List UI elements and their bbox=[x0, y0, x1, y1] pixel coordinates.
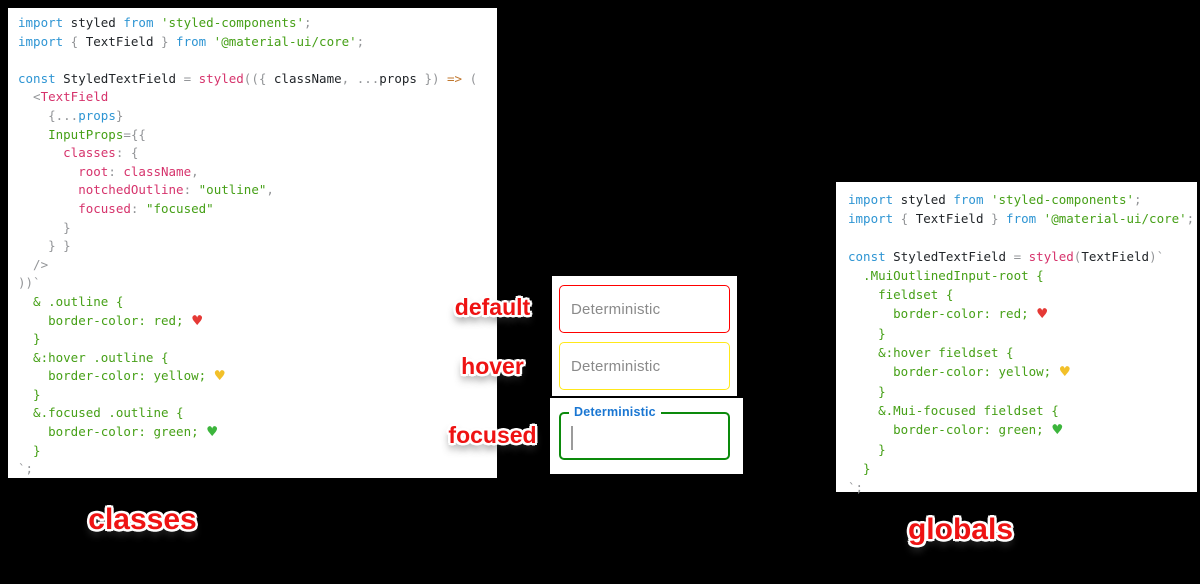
code-line: &.focused .outline { bbox=[18, 405, 184, 421]
globals-code-snippet: import styled from 'styled-components'; i… bbox=[836, 182, 1197, 495]
code-line: .MuiOutlinedInput-root { bbox=[848, 268, 1044, 283]
textfield-placeholder: Deterministic bbox=[571, 300, 661, 318]
code-line: } bbox=[18, 331, 41, 347]
code-line: notchedOutline: "outline", bbox=[18, 182, 274, 198]
textfield-floating-label: Deterministic bbox=[569, 405, 661, 419]
code-line: &:hover .outline { bbox=[18, 349, 169, 365]
green-heart-icon: ♥ bbox=[206, 424, 219, 441]
red-heart-icon: ♥ bbox=[191, 312, 204, 329]
code-line: const StyledTextField = styled(({ classN… bbox=[18, 70, 478, 86]
text-cursor bbox=[571, 426, 573, 450]
code-line: root: className, bbox=[18, 163, 199, 179]
yellow-heart-icon: ♥ bbox=[1058, 364, 1071, 380]
code-line: } bbox=[848, 461, 871, 476]
code-line: /> bbox=[18, 256, 49, 272]
code-line bbox=[848, 228, 1197, 247]
code-line: `; bbox=[848, 480, 864, 495]
code-line: import { TextField } from '@material-ui/… bbox=[848, 211, 1195, 226]
code-line: ))` bbox=[18, 275, 41, 291]
code-line: <TextField bbox=[18, 89, 109, 105]
code-line: import styled from 'styled-components'; bbox=[848, 192, 1142, 207]
yellow-heart-icon: ♥ bbox=[213, 368, 226, 385]
caption-globals: globals bbox=[907, 513, 1013, 546]
code-line: border-color: red; ♥ bbox=[848, 306, 1049, 322]
code-line: {...props} bbox=[18, 107, 124, 123]
code-line: border-color: red; ♥ bbox=[18, 312, 204, 329]
code-line: const StyledTextField = styled(TextField… bbox=[848, 249, 1165, 264]
textfield-hover[interactable]: Deterministic bbox=[559, 342, 730, 390]
textfield-default[interactable]: Deterministic bbox=[559, 285, 730, 333]
code-line: focused: "focused" bbox=[18, 200, 214, 216]
code-line: import { TextField } from '@material-ui/… bbox=[18, 33, 365, 49]
red-heart-icon: ♥ bbox=[1036, 306, 1049, 322]
textfield-placeholder: Deterministic bbox=[571, 357, 661, 375]
code-line: `; bbox=[18, 461, 34, 477]
caption-classes: classes bbox=[88, 503, 197, 536]
code-line: } bbox=[848, 326, 886, 341]
code-line: &.Mui-focused fieldset { bbox=[848, 403, 1059, 418]
code-line: } bbox=[18, 442, 41, 458]
code-line bbox=[18, 51, 497, 70]
classes-code-snippet: import styled from 'styled-components'; i… bbox=[8, 8, 497, 478]
code-line: border-color: green; ♥ bbox=[18, 424, 219, 441]
code-line: &:hover fieldset { bbox=[848, 345, 1014, 360]
green-heart-icon: ♥ bbox=[1051, 422, 1064, 438]
code-line: import styled from 'styled-components'; bbox=[18, 15, 312, 30]
code-line: & .outline { bbox=[18, 293, 124, 309]
textfield-focused[interactable]: Deterministic bbox=[559, 405, 730, 460]
code-line: } } bbox=[18, 238, 71, 254]
annotation-default: default bbox=[454, 294, 531, 320]
code-line: } bbox=[848, 442, 886, 457]
code-line: InputProps={{ bbox=[18, 126, 146, 142]
annotation-hover: hover bbox=[461, 353, 524, 379]
code-line: border-color: yellow; ♥ bbox=[848, 364, 1071, 380]
annotation-focused: focused bbox=[448, 422, 537, 448]
code-line: } bbox=[848, 384, 886, 399]
code-line: } bbox=[18, 219, 71, 235]
code-line: border-color: yellow; ♥ bbox=[18, 368, 226, 385]
code-line: border-color: green; ♥ bbox=[848, 422, 1064, 438]
code-line: classes: { bbox=[18, 145, 139, 161]
code-line: } bbox=[18, 386, 41, 402]
code-line: fieldset { bbox=[848, 287, 954, 302]
